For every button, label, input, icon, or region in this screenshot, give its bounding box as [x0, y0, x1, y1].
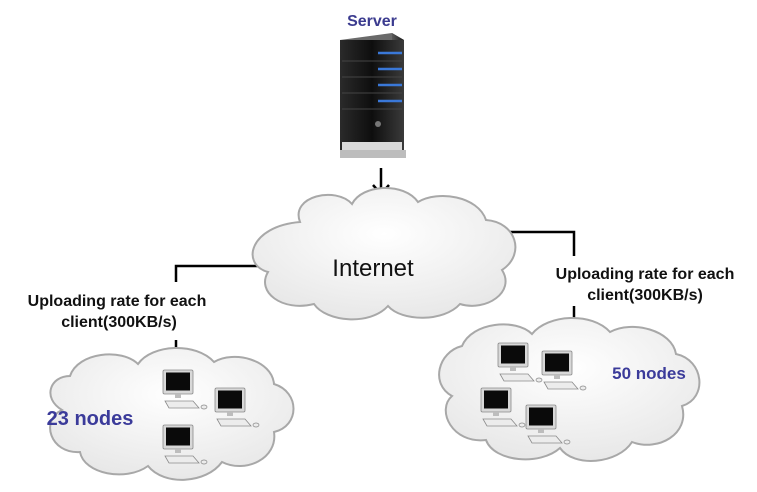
- right-rate-line2: client(300KB/s): [587, 287, 703, 304]
- server-tower-icon: [340, 33, 406, 158]
- left-client-cloud: 23 nodes: [47, 347, 295, 481]
- left-rate-line2: client(300KB/s): [61, 314, 177, 331]
- right-rate-line1: Uploading rate for each: [556, 266, 735, 283]
- internet-label: Internet: [332, 255, 414, 282]
- internet-cloud: Internet: [251, 187, 517, 321]
- server-label: Server: [347, 13, 397, 30]
- left-node-count: 23 nodes: [47, 408, 134, 430]
- right-node-count: 50 nodes: [612, 364, 686, 383]
- right-client-cloud: 50 nodes: [438, 317, 701, 462]
- left-rate-line1: Uploading rate for each: [28, 293, 207, 310]
